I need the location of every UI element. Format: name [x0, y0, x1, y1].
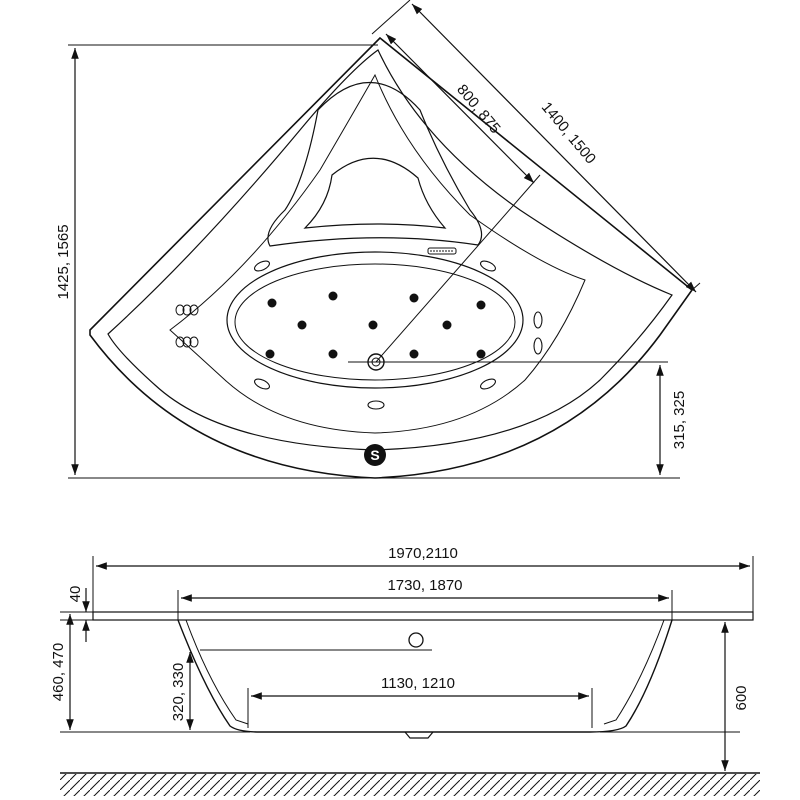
- hydro-nozzle: [533, 311, 543, 329]
- air-jet: [409, 349, 419, 359]
- dim-side-long-label: 1400, 1500: [538, 99, 599, 167]
- top-view: S 1425, 1565 1400, 1500 800, 875 315, 32…: [55, 0, 701, 479]
- tub-rim: [92, 611, 754, 621]
- hydro-nozzle: [533, 337, 543, 355]
- hydro-nozzle: [254, 378, 270, 390]
- dim-depth-inner-label: 320, 330: [170, 663, 187, 721]
- tub-body-outer: [177, 619, 673, 733]
- siphon-symbol-letter: S: [370, 447, 379, 463]
- dim-height-total-label: 1425, 1565: [55, 224, 72, 299]
- side-view: 1970,2110 1730, 1870 1130, 1210 40 460, …: [50, 545, 760, 796]
- air-jet: [267, 298, 277, 308]
- overflow-hole: [408, 632, 424, 648]
- hydro-nozzles: [254, 260, 543, 410]
- dim-rim-thickness-label: 40: [67, 586, 84, 603]
- air-jet: [476, 349, 486, 359]
- air-jet: [368, 320, 378, 330]
- siphon-symbol: S: [364, 444, 386, 466]
- air-jets: [265, 291, 486, 359]
- dim-depth-total-label: 460, 470: [50, 643, 67, 701]
- hydro-nozzle: [254, 260, 270, 272]
- bath-bottom-outer: [226, 251, 524, 389]
- air-jet: [476, 300, 486, 310]
- hydro-nozzle: [367, 400, 385, 410]
- dim-length-bottom-label: 1130, 1210: [381, 675, 455, 692]
- tub-body-inner: [185, 619, 665, 725]
- air-jet: [297, 320, 307, 330]
- floor-hatch: [60, 774, 760, 796]
- air-jet: [328, 349, 338, 359]
- backrest-outer: [267, 81, 483, 247]
- hydro-nozzle: [480, 378, 496, 390]
- headrest-pillow: [303, 157, 447, 229]
- air-jet: [442, 320, 452, 330]
- dim-side-short-line: [385, 33, 535, 184]
- dim-drain-offset-label: 315, 325: [671, 391, 688, 449]
- control-buttons: [175, 304, 199, 348]
- tub-outer-contour: [89, 36, 694, 479]
- tub-rim-contour: [107, 49, 673, 451]
- air-jet: [265, 349, 275, 359]
- air-jet: [328, 291, 338, 301]
- dim-length-inner-label: 1730, 1870: [387, 577, 462, 594]
- dim-side-long-line: [411, 3, 697, 293]
- bath-bottom-inner: [234, 263, 516, 381]
- tub-inner-rim: [169, 73, 586, 434]
- hydro-nozzle: [480, 260, 496, 272]
- dim-length-total-label: 1970,2110: [388, 545, 458, 562]
- air-jet: [409, 293, 419, 303]
- dim-height-floor-label: 600: [733, 685, 750, 710]
